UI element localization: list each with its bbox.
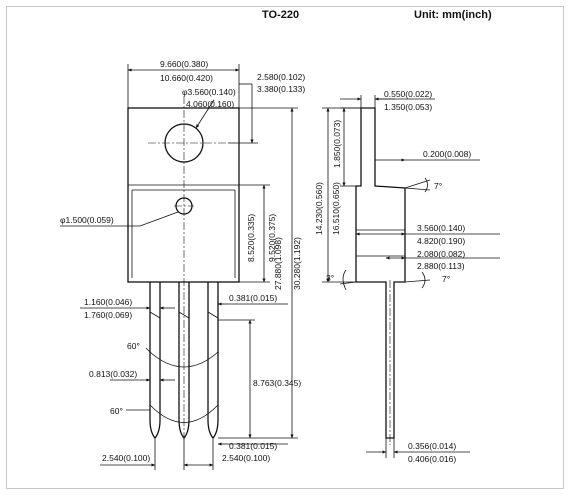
lead-width-min: 1.160(0.046) — [84, 297, 132, 307]
lead-thickness-max: 0.406(0.016) — [408, 454, 456, 464]
lead-thickness-min: 0.356(0.014) — [408, 441, 456, 451]
lead-left — [149, 282, 161, 440]
lead-pitch-small: 0.813(0.032) — [89, 369, 137, 379]
lead-thickness-b: 0.381(0.015) — [229, 441, 277, 451]
front-view: 9.660(0.380) 10.660(0.420) φ3.560(0.140)… — [60, 59, 305, 470]
body-thickness-min: 3.560(0.140) — [417, 223, 465, 233]
draft-angle-left: 3° — [326, 273, 334, 283]
body-width-max: 10.660(0.420) — [160, 73, 213, 83]
hole-diameter-max: 4.060(0.160) — [186, 99, 234, 109]
lead-length: 8.763(0.345) — [253, 378, 301, 388]
tab-thickness-min: 0.550(0.022) — [384, 89, 432, 99]
side-view: 0.550(0.022) 1.350(0.053) 1.850(0.073) 0… — [314, 89, 500, 464]
lead-thickness-a: 0.381(0.015) — [229, 293, 277, 303]
lead-right — [207, 282, 219, 440]
total-length-max: 30.280(1.192) — [292, 237, 302, 290]
ejector-mark-diameter: φ1.500(0.059) — [60, 215, 114, 225]
shoulder-height-max: 16.510(0.650) — [331, 182, 341, 235]
bend-angle-bottom: 60° — [110, 406, 123, 416]
draft-angle-bottom: 7° — [442, 274, 450, 284]
hole-diameter-min: φ3.560(0.140) — [182, 87, 236, 97]
tab-height: 1.850(0.073) — [332, 120, 342, 168]
tab-offset-min: 2.580(0.102) — [257, 72, 305, 82]
body-thickness-max: 4.820(0.190) — [417, 236, 465, 246]
lead-pitch-right: 2.540(0.100) — [222, 453, 270, 463]
shoulder-height-min: 14.230(0.560) — [314, 182, 324, 235]
lead-width-max: 1.760(0.069) — [84, 310, 132, 320]
package-outline — [127, 107, 240, 283]
lead-pitch-left: 2.540(0.100) — [102, 453, 150, 463]
bend-angle-top: 60° — [127, 341, 140, 351]
draft-angle-top: 7° — [434, 181, 442, 191]
step-size: 0.200(0.008) — [423, 149, 471, 159]
tab-offset-max: 3.380(0.133) — [257, 84, 305, 94]
total-length-min: 27.880(1.098) — [273, 237, 283, 290]
body-height-max: 9.520(0.375) — [267, 214, 277, 262]
drawing-frame — [6, 6, 564, 489]
side-profile — [355, 107, 406, 439]
lead-standoff-max: 2.880(0.113) — [417, 261, 465, 271]
body-height-min: 8.520(0.335) — [246, 214, 256, 262]
package-title: TO-220 — [262, 9, 299, 21]
body-width-min: 9.660(0.380) — [160, 59, 208, 69]
lead-standoff-min: 2.080(0.082) — [417, 249, 465, 259]
tab-thickness-max: 1.350(0.053) — [384, 102, 432, 112]
unit-label: Unit: mm(inch) — [414, 9, 492, 21]
